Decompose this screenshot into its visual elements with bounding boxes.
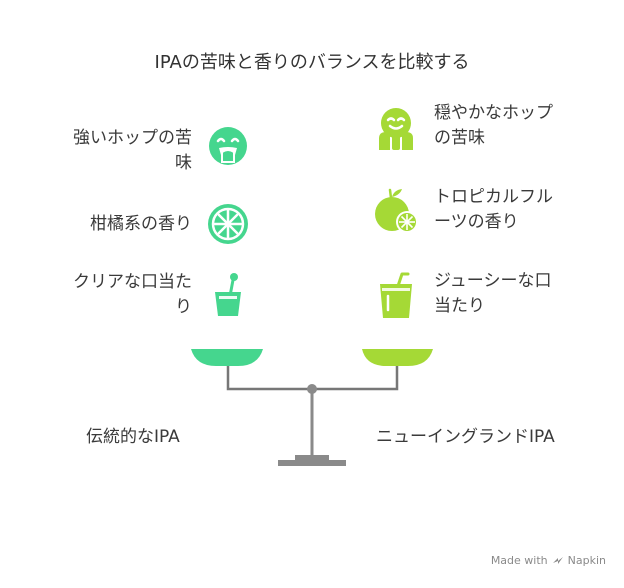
scale-base-top <box>295 455 329 461</box>
clear-drink-glass-icon <box>215 273 241 316</box>
right-item-2-line1: トロピカルフル <box>434 187 553 207</box>
footer-attribution: Made with Napkin <box>491 554 606 567</box>
left-item-3-label: クリアな口当た り <box>20 270 192 320</box>
napkin-brand-text: Napkin <box>567 554 606 567</box>
right-item-1-line2: の苦味 <box>434 128 485 148</box>
tropical-fruit-icon <box>375 188 418 233</box>
right-pan-label: ニューイングランドIPA <box>376 427 555 447</box>
right-item-3-label: ジューシーな口 当たり <box>434 269 614 319</box>
left-item-1-line1: 強いホップの苦 <box>73 128 192 148</box>
made-with-text: Made with <box>490 554 548 567</box>
scale-base <box>278 460 346 466</box>
right-item-3-line2: 当たり <box>434 296 485 316</box>
grimacing-face-icon <box>209 127 247 165</box>
right-item-1-line1: 穏やかなホップ <box>434 103 553 123</box>
citrus-slice-icon <box>208 204 248 244</box>
diagram-title: IPAの苦味と香りのバランスを比較する <box>154 52 470 73</box>
napkin-logo-icon <box>552 556 563 564</box>
calm-face-icon <box>379 108 413 150</box>
left-pan-label: 伝統的なIPA <box>86 427 180 447</box>
left-item-2-label: 柑橘系の香り <box>20 212 192 237</box>
left-item-1-label: 強いホップの苦 味 <box>20 126 192 176</box>
right-item-3-line1: ジューシーな口 <box>434 271 552 291</box>
right-item-1-label: 穏やかなホップ の苦味 <box>434 101 614 151</box>
left-pan <box>191 349 263 366</box>
left-item-3-line1: クリアな口当た <box>73 272 192 292</box>
right-item-2-label: トロピカルフル ーツの香り <box>434 185 614 235</box>
left-item-1-line2: 味 <box>175 153 192 173</box>
right-pan <box>362 349 433 366</box>
left-item-3-line2: り <box>175 297 192 317</box>
left-item-2-line1: 柑橘系の香り <box>90 214 192 234</box>
scale-pivot <box>307 384 317 394</box>
right-item-2-line2: ーツの香り <box>434 212 519 232</box>
juice-cup-icon <box>380 272 412 318</box>
